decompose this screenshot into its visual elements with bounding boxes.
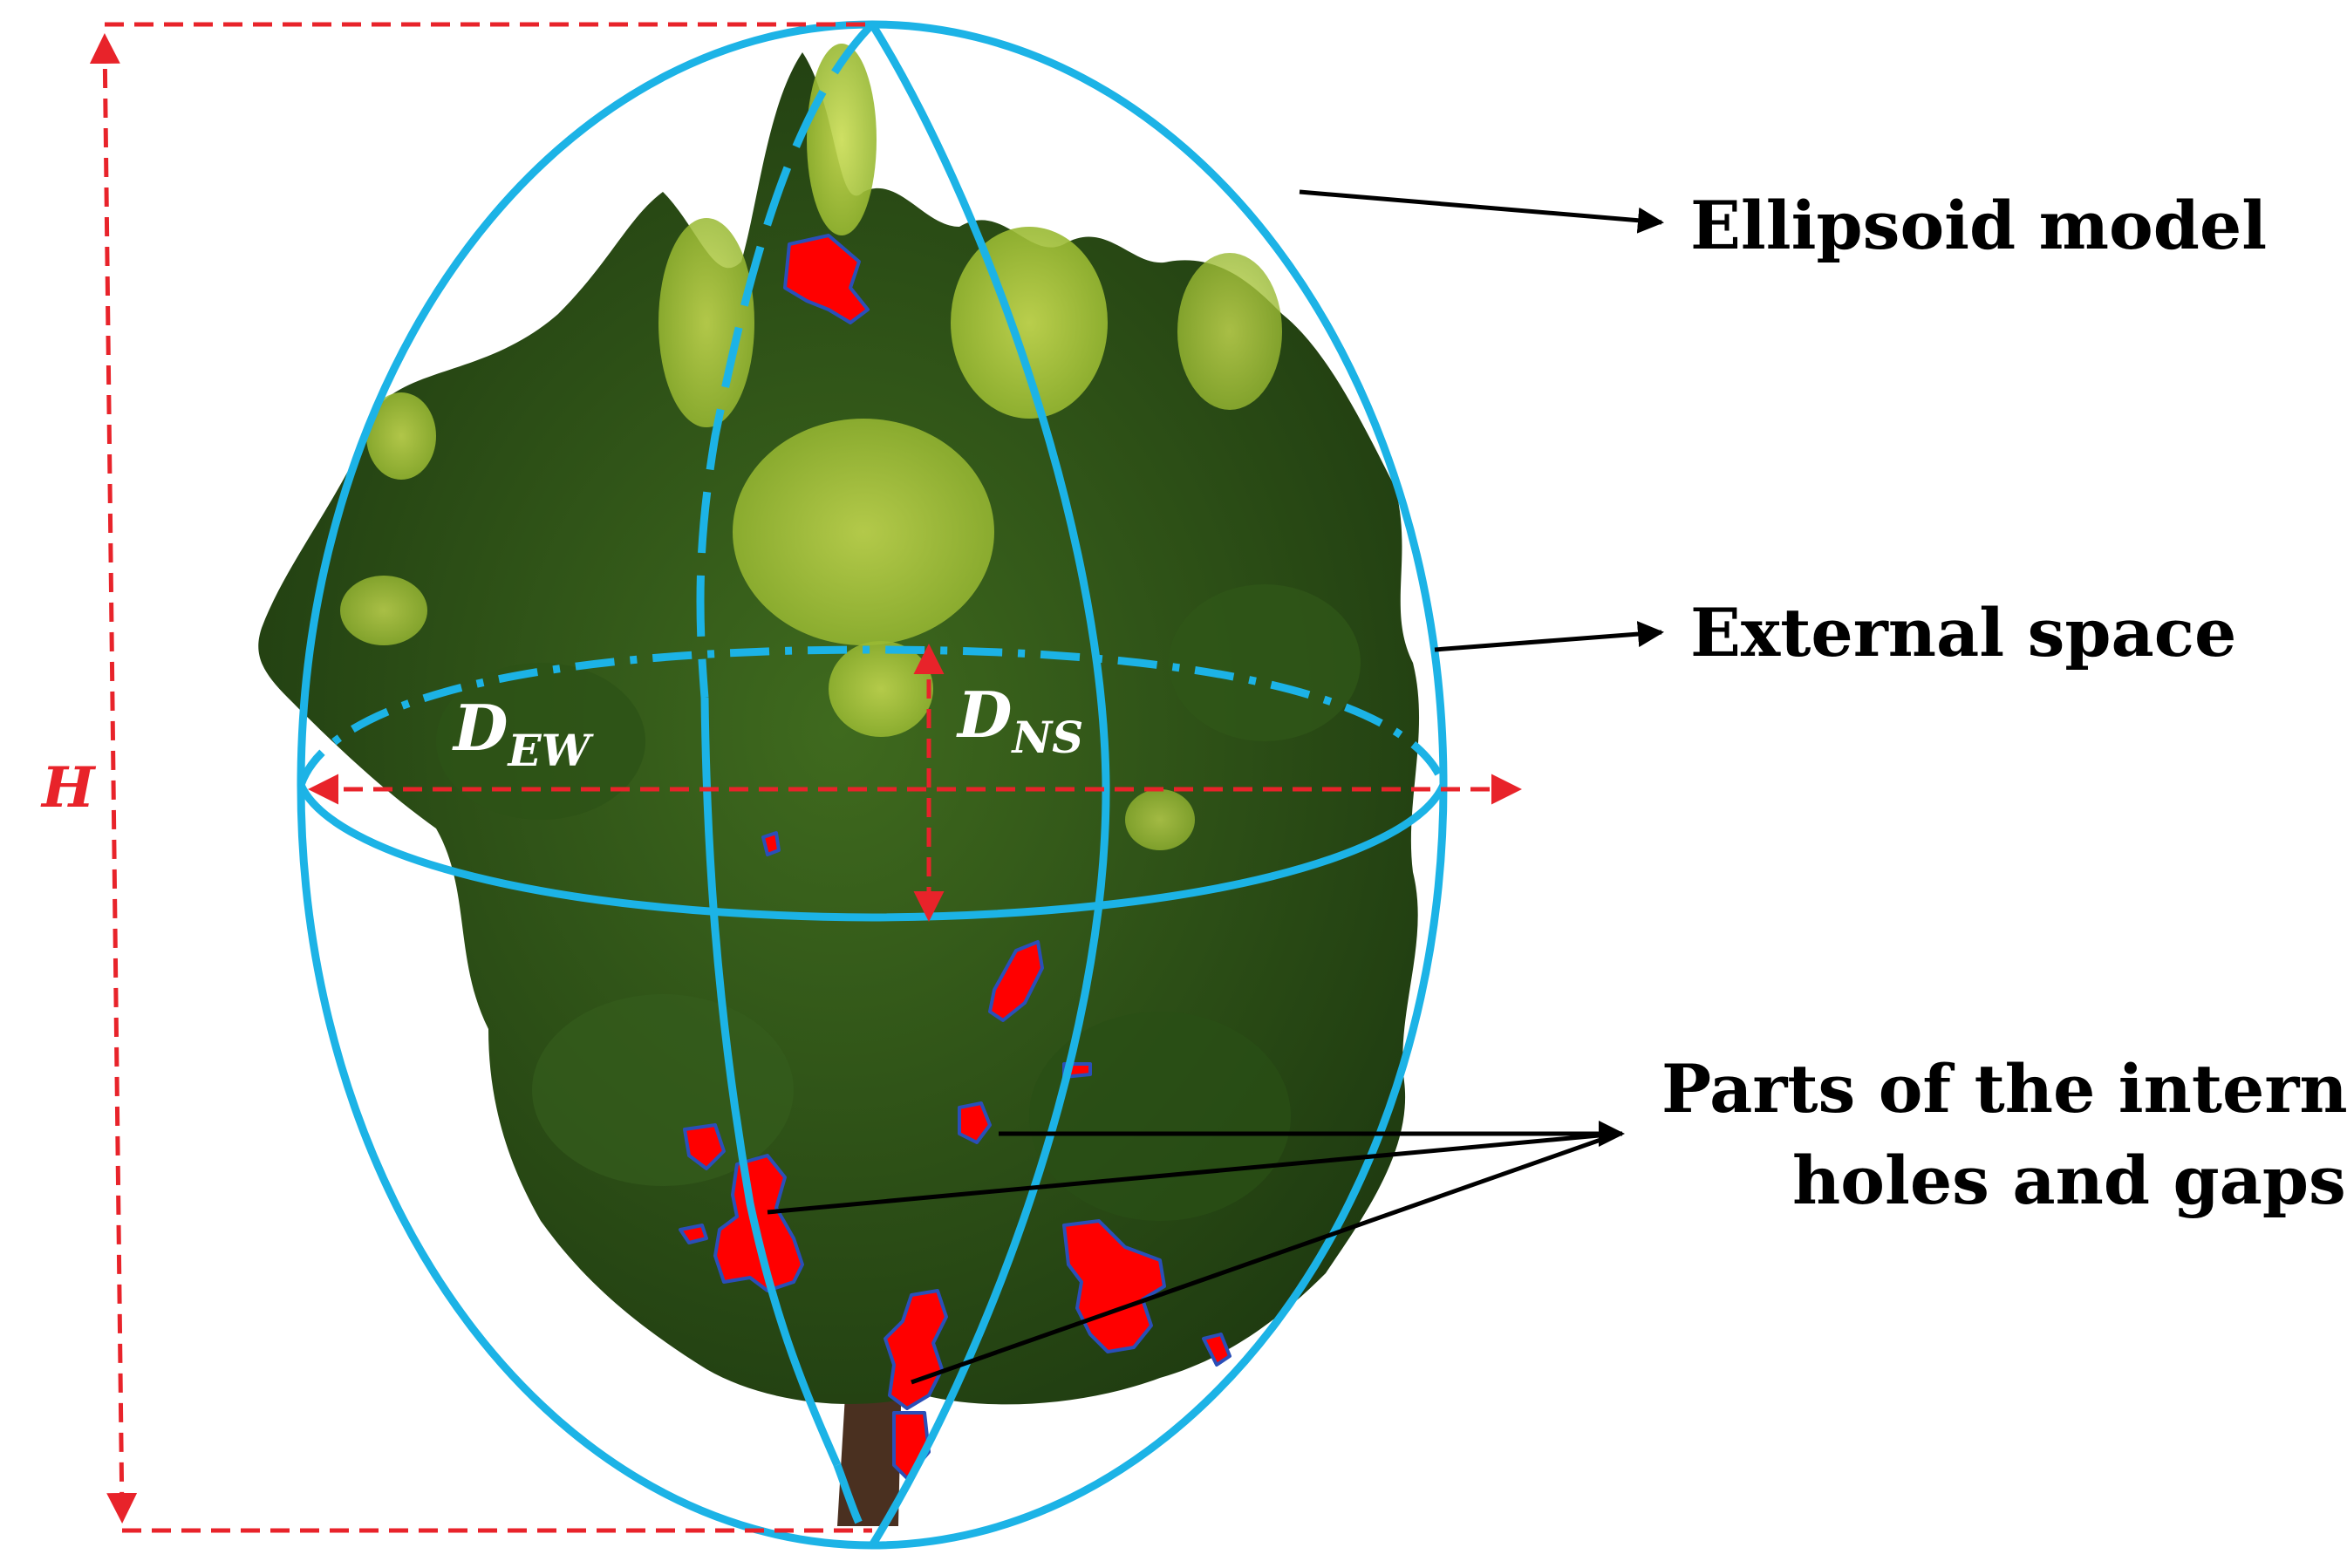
holes-label-line1: Parts of the internal [1661, 1050, 2347, 1128]
d-ew-label: DEW [452, 691, 595, 776]
arrow-external-space [1434, 621, 1664, 652]
hole-patch [884, 1289, 948, 1410]
d-ns-label: DNS [956, 678, 1083, 763]
canopy-light-cluster [951, 227, 1108, 419]
canopy-light-cluster [733, 419, 994, 645]
hole-patch [713, 1154, 804, 1292]
canopy-light-cluster [366, 392, 436, 480]
height-dimension-line [89, 33, 138, 1524]
arrow-holes-3 [911, 1131, 1619, 1385]
canopy-light-cluster [658, 218, 754, 427]
hole-patch [761, 831, 781, 856]
ellipsoid-model-label: Ellipsoid model [1690, 187, 2267, 264]
annotation-arrows [767, 189, 1664, 1385]
arrow-holes-2 [767, 1131, 1619, 1215]
arrow-ellipsoid-model [1299, 189, 1664, 234]
hole-patch [683, 1123, 726, 1170]
d-ns-subscript: NS [1010, 712, 1083, 763]
holes-label-line2: holes and gaps [1792, 1142, 2346, 1219]
d-ew-main: D [452, 691, 508, 765]
canopy-light-cluster [340, 576, 427, 645]
height-label: H [40, 755, 97, 821]
d-ns-main: D [956, 678, 1012, 752]
d-ew-subscript: EW [506, 725, 594, 776]
ellipsoid-equator-front [297, 783, 1448, 922]
ellipsoid-meridian-back [696, 21, 876, 699]
canopy-texture [1169, 584, 1361, 741]
hole-patch [958, 1101, 992, 1144]
canopy-light-cluster [807, 44, 877, 235]
external-space-label: External space [1690, 594, 2236, 672]
canopy-texture [532, 994, 794, 1186]
hole-patch [679, 1224, 708, 1244]
canopy-light-cluster [1177, 253, 1282, 410]
canopy-texture [1029, 1012, 1291, 1221]
hole-patch [988, 940, 1044, 1022]
ellipsoid-meridian-left-bottom [833, 1463, 876, 1548]
ellipsoid-equator-back [297, 645, 1448, 787]
canopy-light-cluster [829, 641, 933, 737]
ellipsoid-meridian-left-lower [700, 697, 842, 1467]
internal-holes [679, 234, 1231, 1480]
hole-patch [783, 234, 870, 324]
dimension-lines [89, 22, 1522, 1533]
canopy-light-cluster [1125, 789, 1195, 850]
hole-patch [1202, 1333, 1231, 1367]
